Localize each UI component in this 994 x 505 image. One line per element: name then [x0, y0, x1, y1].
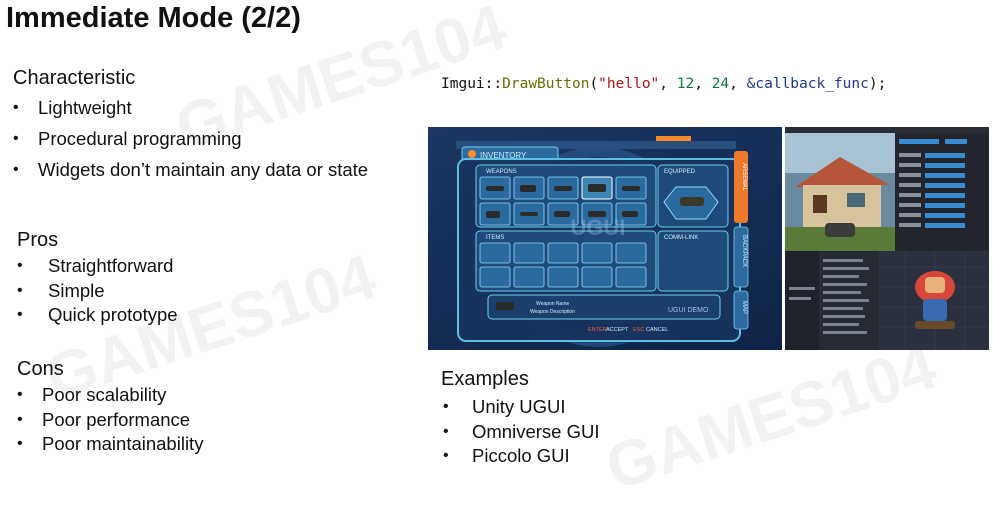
- list-item: Poor maintainability: [17, 432, 203, 457]
- code-snippet: Imgui::DrawButton("hello", 12, 24, &call…: [441, 76, 886, 92]
- code-comma: ,: [659, 76, 677, 92]
- code-comma: ,: [729, 76, 747, 92]
- pros-list: Straightforward Simple Quick prototype: [17, 254, 178, 328]
- piccolo-editor-screenshot: [785, 127, 989, 350]
- ugui-comm-label: COMM-LINK: [664, 235, 698, 241]
- list-item: Poor performance: [17, 408, 203, 433]
- ugui-weapon-name: Weapon Name: [536, 301, 569, 307]
- code-function: DrawButton: [502, 76, 590, 92]
- ugui-equipped-label: EQUIPPED: [664, 169, 696, 175]
- watermark: GAMES104: [597, 330, 945, 504]
- ugui-weapons-label: WEAPONS: [486, 169, 517, 175]
- ugui-center-text: UGUI: [571, 215, 626, 240]
- characteristic-list: Lightweight Procedural programming Widge…: [13, 92, 368, 185]
- list-item: Simple: [17, 279, 178, 304]
- list-item: Omniverse GUI: [443, 420, 599, 445]
- cons-list: Poor scalability Poor performance Poor m…: [17, 383, 203, 457]
- ugui-header-text: INVENTORY: [480, 151, 527, 160]
- code-paren-close: );: [868, 76, 887, 92]
- code-scope-operator: ::: [484, 76, 503, 92]
- code-string: "hello": [598, 76, 660, 92]
- ugui-tab-map[interactable]: MAP: [741, 301, 747, 314]
- code-namespace: Imgui: [441, 76, 485, 92]
- ugui-tab-arsenal[interactable]: ARSENAL: [741, 163, 747, 192]
- list-item: Poor scalability: [17, 383, 203, 408]
- list-item: Unity UGUI: [443, 395, 599, 420]
- page-title: Immediate Mode (2/2): [6, 2, 301, 34]
- list-item: Piccolo GUI: [443, 444, 599, 469]
- ugui-tab-backpack[interactable]: BACKPACK: [741, 235, 747, 267]
- ugui-accept-button[interactable]: ACCEPT: [606, 327, 629, 333]
- characteristic-heading: Characteristic: [13, 67, 136, 89]
- list-item: Lightweight: [13, 92, 368, 123]
- code-paren-open: (: [589, 76, 599, 92]
- unity-ugui-screenshot: INVENTORY WEAPONS EQUIPPED ITEMS: [428, 127, 782, 350]
- code-callback: &callback_func: [746, 76, 869, 92]
- ugui-accept-key: ENTER: [588, 327, 607, 333]
- list-item: Straightforward: [17, 254, 178, 279]
- examples-list: Unity UGUI Omniverse GUI Piccolo GUI: [443, 395, 599, 469]
- examples-heading: Examples: [441, 368, 529, 390]
- list-item: Quick prototype: [17, 303, 178, 328]
- code-number: 24: [711, 76, 730, 92]
- list-item: Widgets don’t maintain any data or state: [13, 154, 368, 185]
- ugui-cancel-key: ESC: [633, 327, 644, 333]
- ugui-items-label: ITEMS: [486, 235, 504, 241]
- pros-heading: Pros: [17, 229, 59, 251]
- code-comma: ,: [694, 76, 712, 92]
- ugui-cancel-button[interactable]: CANCEL: [646, 327, 668, 333]
- code-number: 12: [676, 76, 695, 92]
- ugui-demo-label: UGUI DEMO: [668, 307, 709, 314]
- cons-heading: Cons: [17, 358, 64, 380]
- list-item: Procedural programming: [13, 123, 368, 154]
- ugui-weapon-desc: Weapon Description: [530, 309, 575, 315]
